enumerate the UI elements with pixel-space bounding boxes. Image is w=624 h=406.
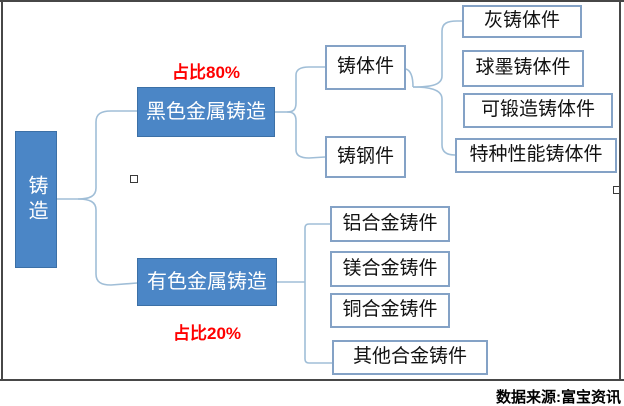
leaf-copper-alloy: 铜合金铸件 <box>330 293 450 328</box>
leaf-other-alloy: 其他合金铸件 <box>332 340 488 375</box>
brace-ferrous-upper <box>286 66 325 113</box>
brace-ferrous-lower <box>286 111 326 159</box>
data-source-caption: 数据来源:富宝资讯 <box>496 389 621 406</box>
bracket-nonferrous <box>304 223 332 364</box>
leaf-aluminum-alloy: 铝合金铸件 <box>330 206 450 242</box>
brace-root-lower <box>77 198 138 286</box>
brace-root-upper <box>77 110 137 200</box>
nonferrous-share-label: 占比20% <box>172 324 242 343</box>
brace-castbody-lower <box>412 86 456 156</box>
node-nonferrous-casting: 有色金属铸造 <box>137 258 277 306</box>
selection-handle-left[interactable] <box>130 175 138 183</box>
leaf-ductile-cast: 球墨铸体件 <box>462 50 584 87</box>
leaf-malleable-cast: 可锻造铸体件 <box>463 93 613 128</box>
frame-left <box>1 0 3 380</box>
leaf-magnesium-alloy: 镁合金铸件 <box>330 251 450 287</box>
node-casting-root: 铸造 <box>15 131 57 268</box>
node-ferrous-casting: 黑色金属铸造 <box>137 87 275 137</box>
brace-castbody-upper <box>412 20 462 88</box>
frame-right <box>619 0 621 380</box>
leaf-special-performance-cast: 特种性能铸体件 <box>455 138 617 173</box>
frame-top <box>0 0 624 2</box>
node-casting-root-label: 铸造 <box>25 174 47 225</box>
ferrous-share-label: 占比80% <box>171 63 241 82</box>
node-cast-steel-parts: 铸钢件 <box>325 136 406 178</box>
brace-castbody-stem <box>405 68 414 88</box>
leaf-gray-cast: 灰铸体件 <box>462 5 582 38</box>
node-cast-body-parts: 铸体件 <box>325 45 406 90</box>
frame-bottom <box>0 379 624 381</box>
